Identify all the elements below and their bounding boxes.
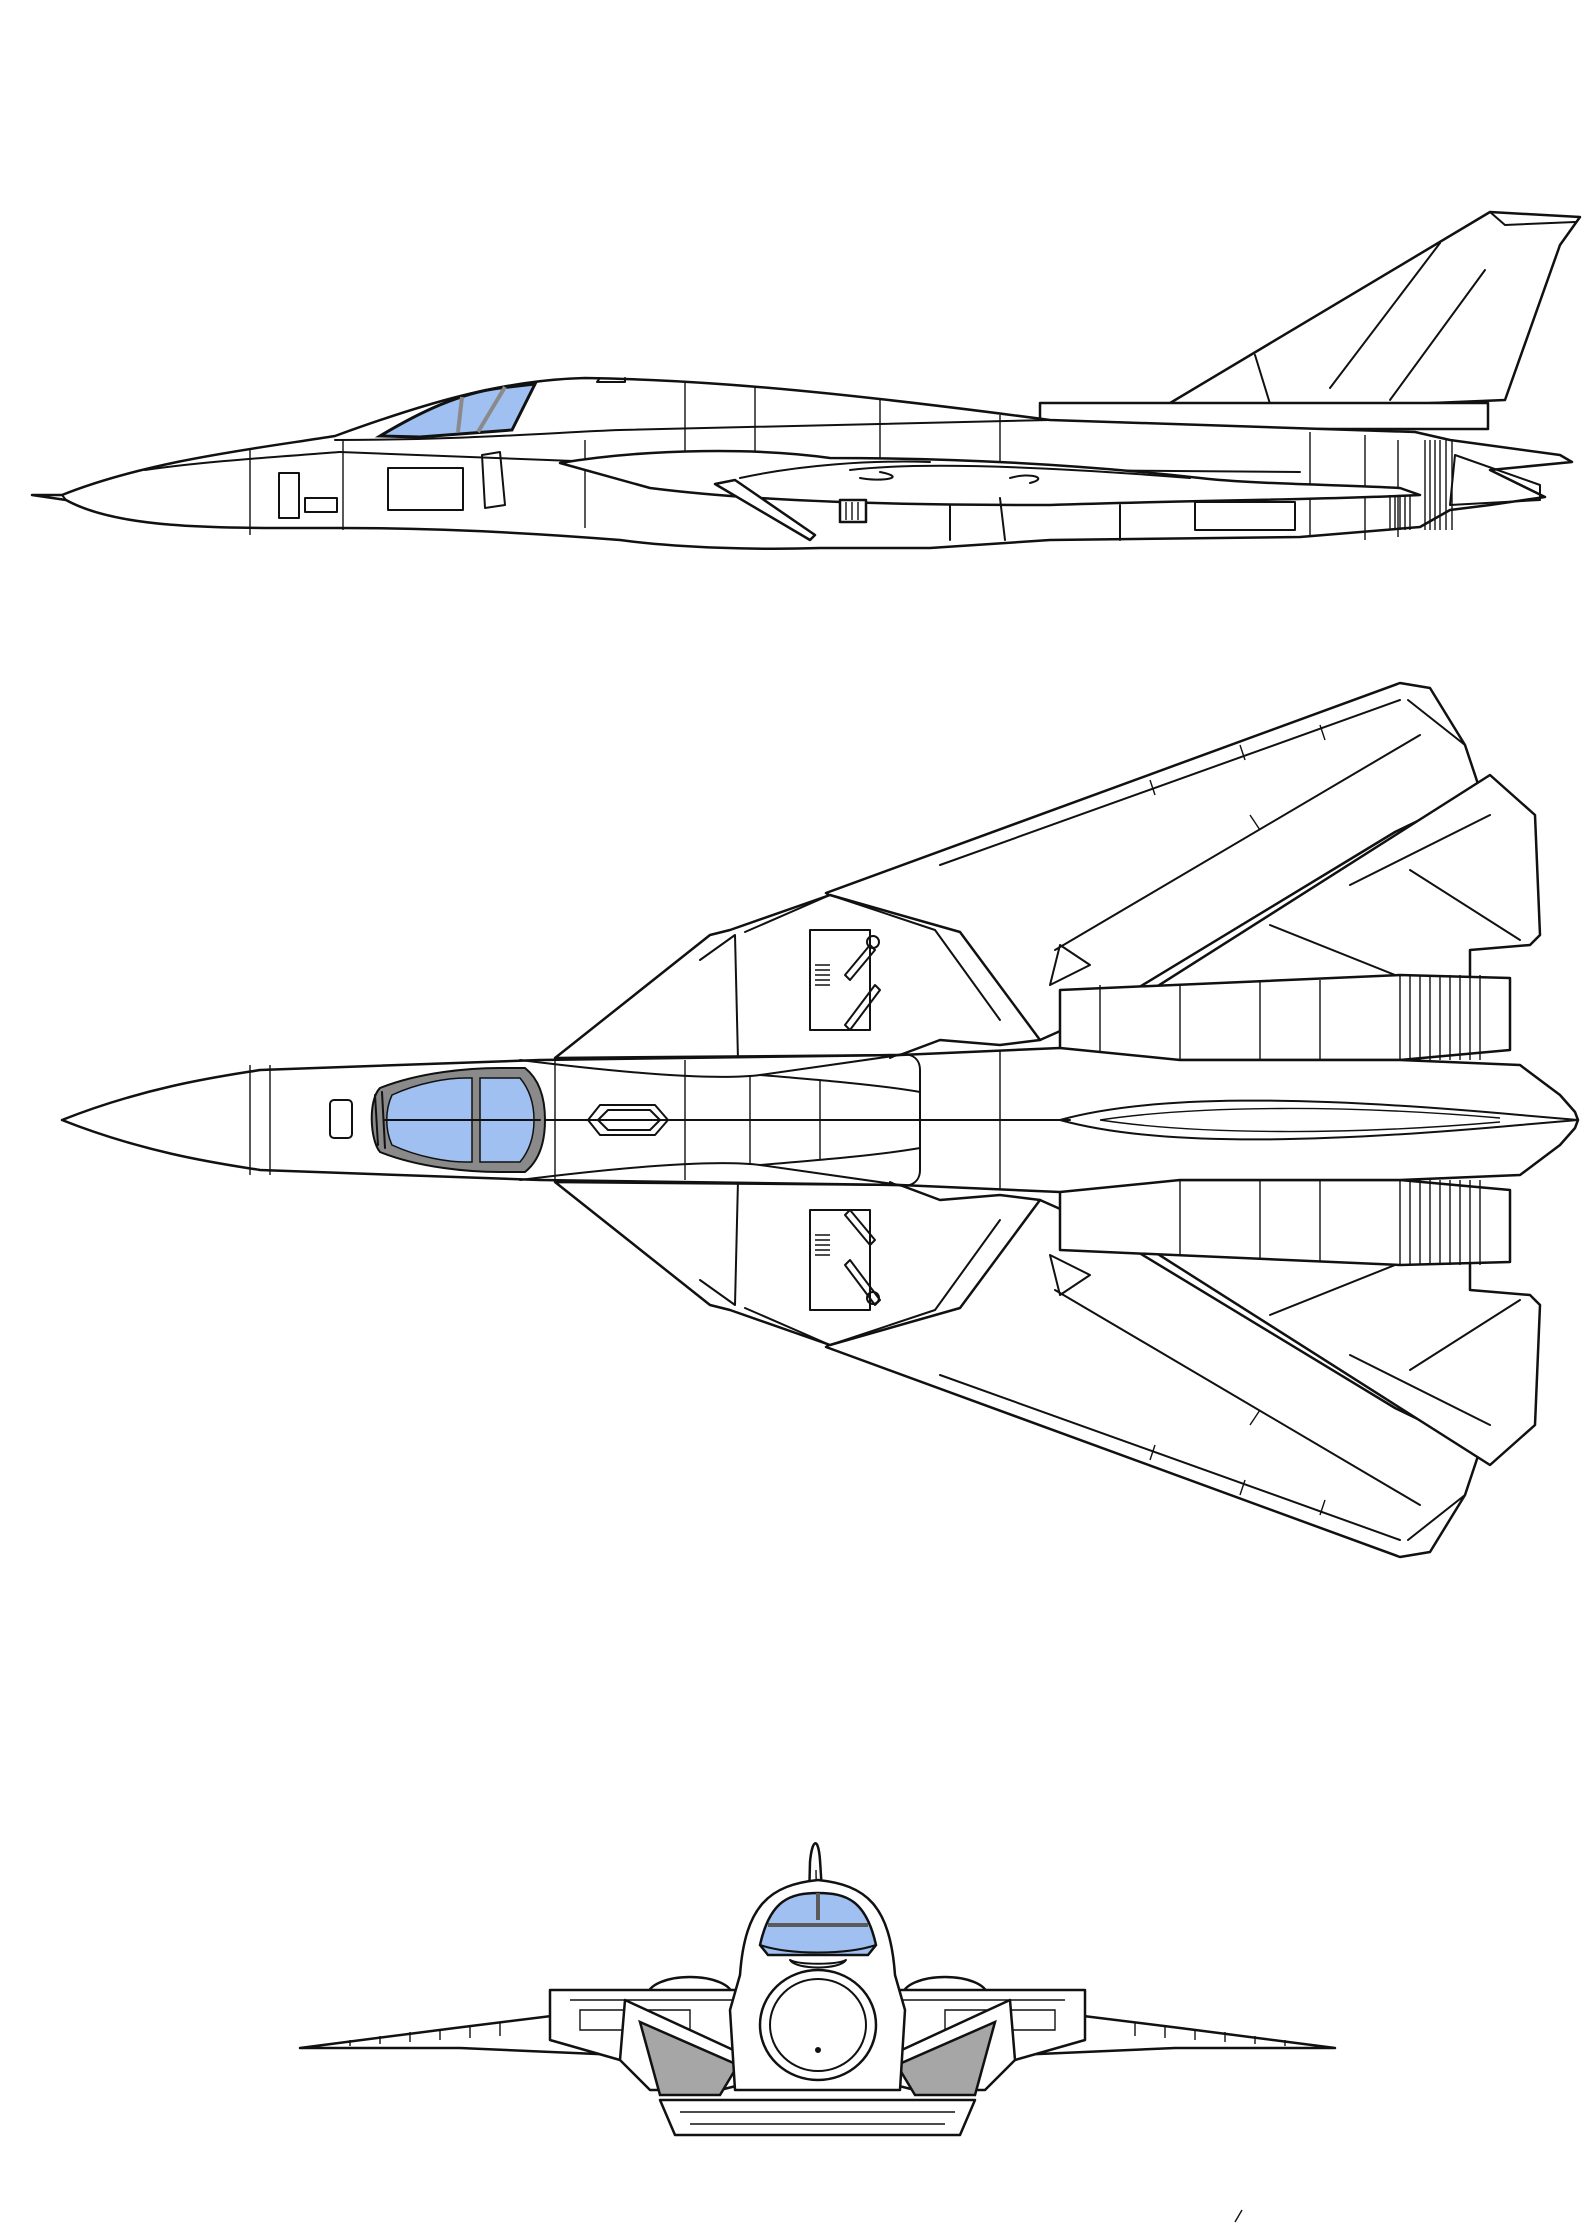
side-access-panel-fwd (387, 467, 464, 511)
top-nacelle-left (1058, 973, 1512, 1062)
vertical-tail-fin (1148, 210, 1582, 417)
top-nacelle-right (1058, 1178, 1512, 1267)
front-view (298, 1842, 1337, 2137)
top-view (60, 681, 1580, 1559)
top-glove-left (553, 893, 1042, 1060)
side-avionics-bay (278, 472, 300, 519)
top-spine-hexagon (587, 1104, 669, 1136)
front-intake-left (638, 2019, 740, 2097)
front-belly (658, 2098, 977, 2137)
front-canopy-frame (768, 1893, 868, 1927)
side-intake-fairing (558, 449, 1422, 507)
top-nose-sensor-box (329, 1099, 353, 1139)
top-glove-right (553, 1180, 1042, 1347)
side-access-panel-aft (1194, 501, 1296, 531)
front-intake-right (895, 2019, 997, 2097)
front-nose-radome (758, 1968, 878, 2082)
side-canopy-frame (456, 385, 507, 434)
side-view (30, 210, 1582, 550)
ventral-strake (713, 478, 817, 542)
